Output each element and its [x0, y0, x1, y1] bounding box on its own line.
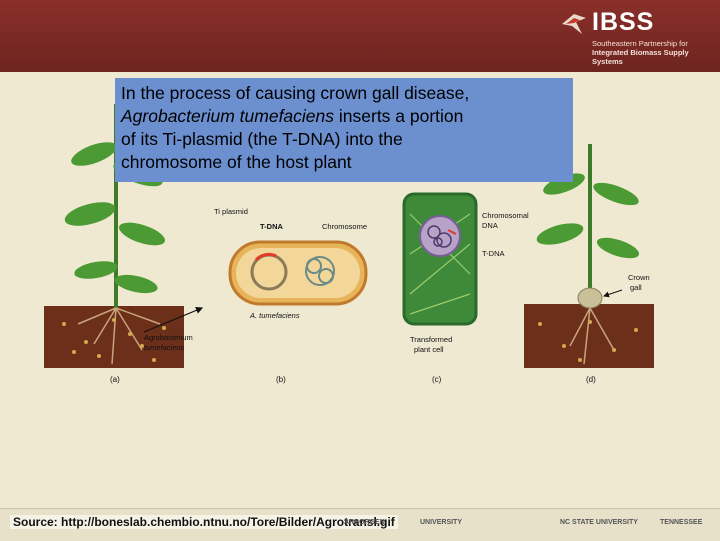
- label-ti-plasmid: Ti plasmid: [214, 207, 248, 216]
- label-t-dna: T-DNA: [260, 222, 283, 231]
- panel-b-bacterium: Ti plasmid T-DNA Chromosome A. tumefacie…: [214, 207, 368, 384]
- panel-c-plant-cell: Chromosomal DNA T-DNA Transformed plant …: [402, 192, 529, 384]
- panel-d-crown-gall-plant: Crown gall (d): [524, 144, 654, 384]
- label-chrom-dna-1: Chromosomal: [482, 211, 529, 220]
- caption-line-3: of its Ti-plasmid (the T-DNA) into the: [121, 129, 403, 149]
- label-chrom-dna-2: DNA: [482, 221, 498, 230]
- label-t-dna-c: T-DNA: [482, 249, 505, 258]
- header-bar: IBSS Southeastern Partnership for Integr…: [0, 0, 720, 72]
- label-a-tumefaciens: A. tumefaciens: [249, 311, 300, 320]
- logo-tagline: Southeastern Partnership for Integrated …: [592, 39, 712, 66]
- label-chromosome: Chromosome: [322, 222, 367, 231]
- caption-line-1: In the process of causing crown gall dis…: [121, 83, 470, 103]
- logo-wordmark: IBSS: [592, 8, 655, 36]
- partner-logo-arborgen: ARBORGEN: [344, 519, 385, 526]
- caption-line-2: Agrobacterium tumefaciens inserts a port…: [121, 105, 573, 128]
- label-agro-1: Agrobacterium: [144, 333, 193, 342]
- label-crown-2: gall: [630, 283, 642, 292]
- caption-italic-species: Agrobacterium tumefaciens: [121, 106, 335, 126]
- caption-box: In the process of causing crown gall dis…: [115, 78, 573, 182]
- bird-logo-icon: [562, 14, 586, 34]
- partner-logo-tennessee: TENNESSEE: [660, 519, 703, 526]
- partner-logo-nc-state: NC STATE UNIVERSITY: [560, 519, 638, 526]
- panel-label-d: (d): [586, 375, 596, 384]
- label-crown-1: Crown: [628, 273, 650, 282]
- label-agro-2: tumefaciens: [144, 343, 185, 352]
- source-citation: Source: http://boneslab.chembio.ntnu.no/…: [10, 515, 398, 529]
- caption-line-2-rest: inserts a portion: [334, 106, 464, 126]
- caption-line-4: chromosome of the host plant: [121, 152, 352, 172]
- logo-tagline-line2: Integrated Biomass Supply Systems: [592, 48, 689, 66]
- logo-tagline-line1: Southeastern Partnership for: [592, 39, 688, 48]
- panel-label-b: (b): [276, 375, 286, 384]
- label-transformed-2: plant cell: [414, 345, 444, 354]
- panel-label-c: (c): [432, 375, 442, 384]
- partner-logo-university: UNIVERSITY: [420, 519, 463, 526]
- panel-label-a: (a): [110, 375, 120, 384]
- label-transformed-1: Transformed: [410, 335, 452, 344]
- ibss-logo[interactable]: IBSS Southeastern Partnership for Integr…: [560, 6, 710, 66]
- footer-bar: Source: http://boneslab.chembio.ntnu.no/…: [0, 508, 720, 541]
